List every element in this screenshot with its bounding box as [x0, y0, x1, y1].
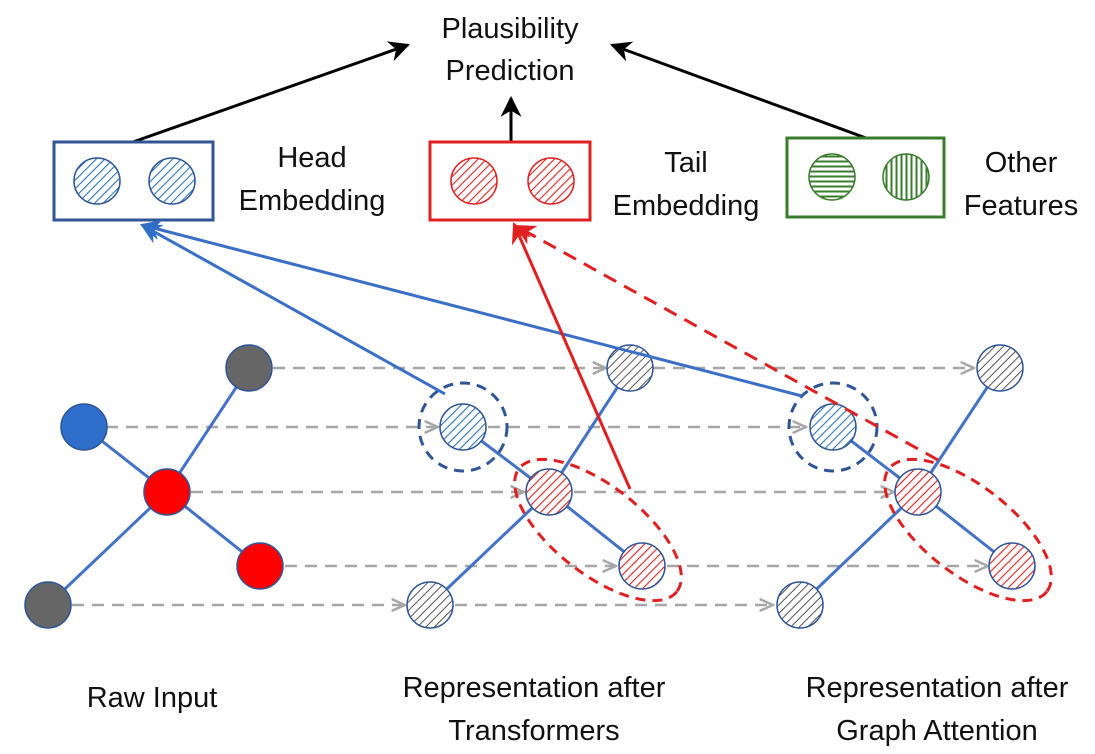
head-embedding-arrows [139, 219, 803, 398]
graph-attention-label-line2: Graph Attention [836, 715, 1038, 747]
tail-label-line1: Tail [664, 147, 708, 179]
graph-attention-graph [776, 344, 1053, 629]
raw-node-gray-top [225, 344, 273, 392]
raw-node-red-center [143, 468, 191, 516]
head-highlight-ring [417, 381, 509, 473]
plausibility-label-line2: Prediction [446, 55, 575, 87]
plausibility-label-line1: Plausibility [442, 13, 579, 45]
tail-embedding-box [428, 140, 592, 222]
tail-embedding-arrows [511, 222, 939, 490]
transformers-label-line2: Transformers [448, 715, 619, 747]
raw-node-red [236, 542, 284, 590]
transformers-label-line1: Representation after [403, 672, 666, 704]
raw-node-blue [60, 403, 108, 451]
transformer-graph [406, 344, 683, 629]
head-label-line2: Embedding [239, 185, 386, 217]
other-label-line2: Features [964, 190, 1078, 222]
head-to-prediction-arrow [132, 41, 410, 144]
graph-attention-label-line1: Representation after [806, 672, 1069, 704]
raw-input-label: Raw Input [87, 682, 218, 714]
prediction-arrows [132, 41, 867, 144]
projection-arrows [72, 368, 988, 605]
head-label-line1: Head [277, 142, 346, 174]
tail-highlight-ring-2 [883, 457, 1053, 603]
other-to-prediction-arrow [610, 41, 867, 140]
raw-node-gray-bottom [24, 581, 72, 629]
other-features-box [785, 136, 946, 219]
raw-input-graph [24, 344, 284, 629]
tail-highlight-ring [513, 457, 683, 603]
other-label-line1: Other [985, 147, 1058, 179]
head-embedding-box [52, 140, 215, 222]
tail-label-line2: Embedding [613, 190, 760, 222]
